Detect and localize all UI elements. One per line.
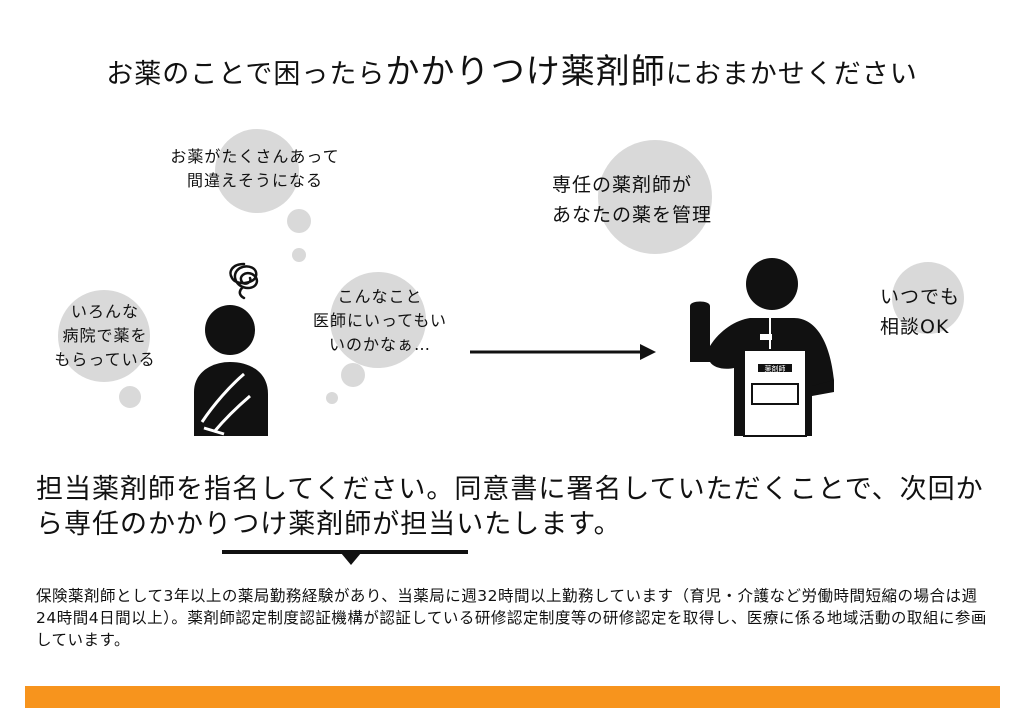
bubble-text-ask-doctor: こんなこと 医師にいってもいいのかなぁ… bbox=[312, 287, 448, 354]
pharmacist-figure-icon: 薬剤師 bbox=[690, 258, 834, 437]
thought-bubble-dot-1 bbox=[287, 209, 311, 233]
headline: 担当薬剤師を指名してください。同意書に署名していただくことで、次回から専任のかか… bbox=[36, 474, 984, 540]
speech-bubble-pharmacist bbox=[598, 140, 712, 254]
bubble-text-dedicated-pharmacist: 専任の薬剤師が あなたの薬を管理 bbox=[552, 174, 713, 226]
speech-bubble-consult bbox=[892, 262, 964, 334]
footer-accent-bar bbox=[25, 686, 1000, 708]
title-suffix: におまかせください bbox=[665, 59, 918, 90]
thought-bubble-right-dot-1 bbox=[341, 363, 365, 387]
thought-bubble-top bbox=[215, 129, 299, 213]
badge-label: 薬剤師 bbox=[765, 364, 786, 373]
headline-underline bbox=[222, 550, 468, 554]
bubble-text-multiple-hospitals: いろんな 病院で薬を もらっている bbox=[54, 302, 156, 369]
title-emphasis: かかりつけ薬剤師 bbox=[385, 52, 666, 92]
bubble-text-consult-anytime: いつでも 相談OK bbox=[880, 286, 961, 338]
thought-bubble-side bbox=[58, 290, 150, 382]
title-prefix: お薬のことで困ったら bbox=[106, 59, 386, 90]
qualification-text: 保険薬剤師として3年以上の薬局勤務経験があり、当薬局に週32時間以上勤務していま… bbox=[36, 587, 987, 649]
page-title: お薬のことで困ったらかかりつけ薬剤師におまかせください bbox=[0, 44, 1024, 93]
patient-figure-icon bbox=[194, 305, 268, 436]
underline-pointer bbox=[341, 553, 361, 565]
thought-bubble-right bbox=[330, 272, 426, 368]
thought-bubble-side-dot-1 bbox=[119, 386, 141, 408]
arrow-right-icon bbox=[470, 344, 656, 360]
bubble-text-many-medicines: お薬がたくさんあって 間違えそうになる bbox=[170, 147, 340, 190]
thought-bubble-right-dot-2 bbox=[326, 392, 338, 404]
thought-bubble-dot-2 bbox=[292, 248, 306, 262]
confused-scribble-icon bbox=[229, 262, 259, 300]
